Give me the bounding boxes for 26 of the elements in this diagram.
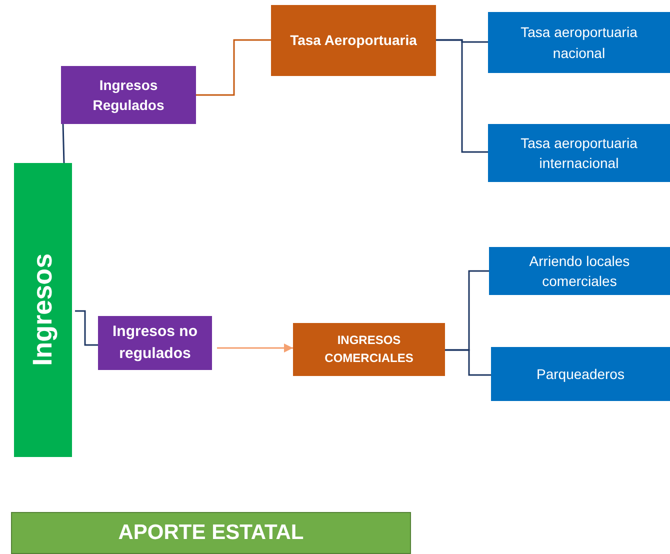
- category-box: [61, 66, 196, 124]
- connector-line: [75, 310, 98, 346]
- node-label: INGRESOS COMERCIALES: [324, 332, 414, 366]
- item-box: [488, 124, 670, 182]
- node-label: Arriendo locales comerciales: [528, 252, 631, 291]
- item-box: [488, 12, 670, 73]
- node-label: Tasa Aeroportuaria: [289, 31, 418, 50]
- banner-box: [11, 512, 411, 554]
- arrow: [217, 344, 293, 352]
- node-label: Parqueaderos: [536, 364, 626, 384]
- item-box: [489, 247, 670, 295]
- connector-line: [62, 124, 65, 164]
- connector-line: [436, 39, 488, 153]
- process-box: [271, 5, 436, 76]
- category-box: [98, 316, 212, 370]
- node-label: Tasa aeroportuaria internacional: [520, 134, 638, 173]
- node-label: APORTE ESTATAL: [117, 520, 305, 546]
- node-label: Tasa aeroportuaria nacional: [520, 23, 638, 62]
- connector-line: [196, 39, 271, 96]
- node-label: Ingresos: [26, 254, 58, 366]
- node-label: Ingresos Regulados: [92, 76, 166, 115]
- process-box: [293, 323, 445, 376]
- category-bar: [14, 163, 72, 457]
- node-label: Ingresos no regulados: [111, 322, 198, 364]
- item-box: [491, 347, 670, 401]
- connector-line: [445, 349, 491, 376]
